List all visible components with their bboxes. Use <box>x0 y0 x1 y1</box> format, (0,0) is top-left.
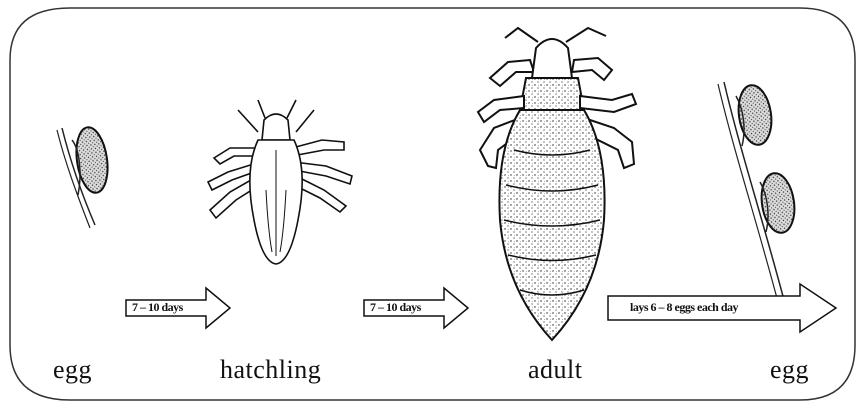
stage-label-adult: adult <box>528 355 583 385</box>
arrow-label-2: 7 – 10 days <box>370 300 421 315</box>
egg-illustration-1 <box>57 125 111 228</box>
egg-illustration-2 <box>718 82 798 302</box>
stage-label-egg-2: egg <box>770 355 809 385</box>
stage-label-hatchling: hatchling <box>220 355 321 385</box>
frame-border <box>10 8 855 400</box>
adult-illustration <box>478 28 636 340</box>
arrow-label-1: 7 – 10 days <box>132 300 183 315</box>
stage-label-egg-1: egg <box>53 355 92 385</box>
hatchling-illustration <box>208 100 352 264</box>
arrow-label-3: lays 6 – 8 eggs each day <box>630 300 738 315</box>
